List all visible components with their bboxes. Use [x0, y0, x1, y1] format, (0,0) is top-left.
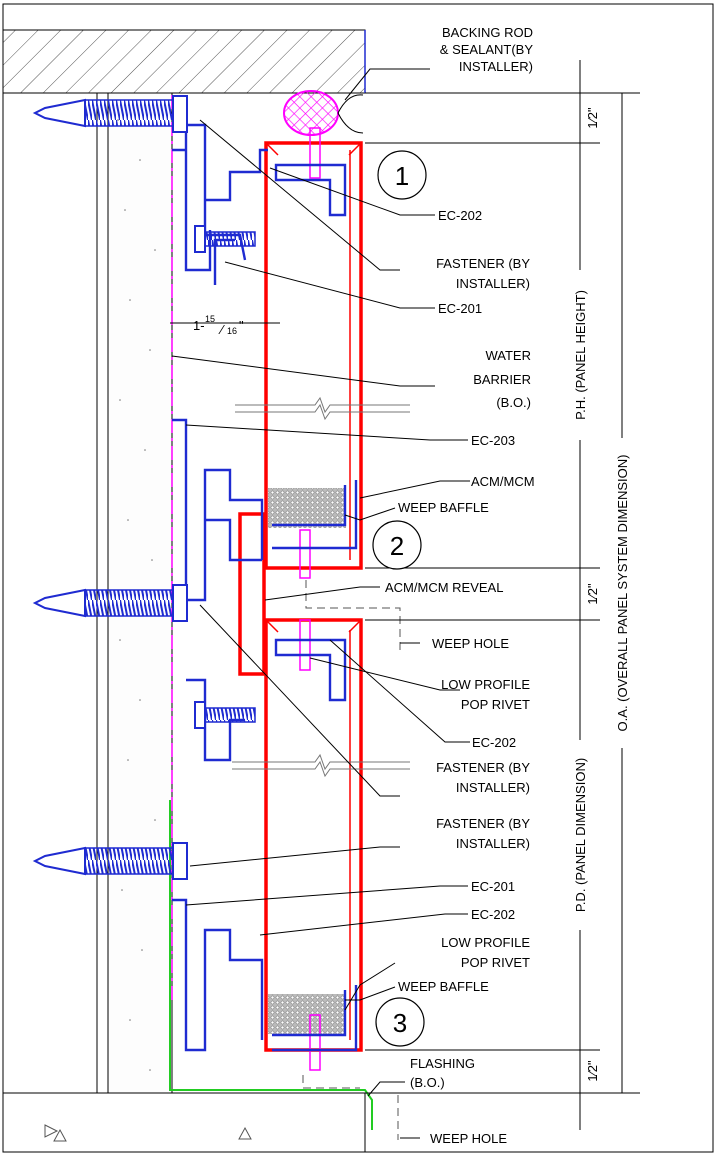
leader-lines: [171, 68, 470, 1139]
callout-3: 3: [375, 997, 425, 1047]
label-weep-hole-a: WEEP HOLE: [432, 636, 509, 651]
label-ec201-a: EC-201: [438, 301, 482, 316]
label-fastener-c-2: INSTALLER): [456, 836, 530, 851]
label-acm-mcm-reveal: ACM/MCM REVEAL: [385, 580, 503, 595]
svg-text:15: 15: [205, 314, 215, 324]
label-fastener-c-1: FASTENER (BY: [436, 816, 530, 831]
label-ec203: EC-203: [471, 433, 515, 448]
label-pop-rivet-a-1: LOW PROFILE: [441, 677, 530, 692]
label-ec202-c: EC-202: [471, 907, 515, 922]
svg-text:⁄: ⁄: [218, 322, 225, 337]
label-pop-rivet-b-1: LOW PROFILE: [441, 935, 530, 950]
label-acm-mcm: ACM/MCM: [471, 474, 535, 489]
backing-rod: [283, 90, 364, 136]
anchor-screws: [32, 95, 256, 880]
label-water-barrier-1: WATER: [486, 348, 532, 363]
label-ec202-a: EC-202: [438, 208, 482, 223]
label-pop-rivet-a-2: POP RIVET: [461, 697, 530, 712]
label-overall-dimension: O.A. (OVERALL PANEL SYSTEM DIMENSION): [615, 455, 630, 732]
svg-text:1⁄2": 1⁄2": [585, 583, 600, 605]
label-fastener-b-2: INSTALLER): [456, 780, 530, 795]
label-fastener-a-2: INSTALLER): [456, 276, 530, 291]
label-weep-baffle-a: WEEP BAFFLE: [398, 500, 489, 515]
flashing-line: [169, 800, 373, 1130]
weep-baffle-top: [268, 488, 346, 528]
label-backing-rod-2: & SEALANT(BY: [440, 42, 534, 57]
label-ec202-b: EC-202: [472, 735, 516, 750]
panel-bottom: [264, 618, 363, 1052]
label-backing-rod-3: INSTALLER): [459, 59, 533, 74]
label-flashing-2: (B.O.): [410, 1075, 445, 1090]
label-panel-dimension: P.D. (PANEL DIMENSION): [573, 758, 588, 912]
label-weep-baffle-b: WEEP BAFFLE: [398, 979, 489, 994]
bottom-structure: [2, 1092, 366, 1153]
label-backing-rod-1: BACKING ROD: [442, 25, 533, 40]
label-pop-rivet-b-2: POP RIVET: [461, 955, 530, 970]
extrusion-clips: [172, 123, 358, 1052]
callout-1: 1: [377, 150, 427, 200]
label-water-barrier-3: (B.O.): [496, 395, 531, 410]
svg-text:1-: 1-: [193, 318, 205, 333]
label-panel-height: P.H. (PANEL HEIGHT): [573, 290, 588, 420]
label-fastener-b-1: FASTENER (BY: [436, 760, 530, 775]
weep-baffle-bottom: [268, 994, 346, 1034]
label-ec201-b: EC-201: [471, 879, 515, 894]
svg-text:2: 2: [390, 531, 404, 561]
top-structure-hatch: [2, 29, 366, 94]
label-flashing-1: FLASHING: [410, 1056, 475, 1071]
svg-text:": ": [239, 318, 244, 333]
reveal-panel: [238, 512, 266, 676]
callout-2: 2: [372, 520, 422, 570]
label-water-barrier-2: BARRIER: [473, 372, 531, 387]
svg-text:16: 16: [227, 326, 237, 336]
svg-text:1⁄2": 1⁄2": [585, 107, 600, 129]
gap-dimension: 1- 15 ⁄ 16 ": [193, 314, 244, 337]
break-lines: [232, 396, 410, 778]
label-weep-hole-b: WEEP HOLE: [430, 1131, 507, 1146]
svg-text:1⁄2": 1⁄2": [585, 1060, 600, 1082]
svg-text:1: 1: [395, 161, 409, 191]
panel-top: [264, 141, 363, 570]
label-fastener-a-1: FASTENER (BY: [436, 256, 530, 271]
dimension-labels: 1⁄2" 1⁄2" 1⁄2" P.H. (PANEL HEIGHT) P.D. …: [573, 107, 631, 1082]
svg-text:3: 3: [393, 1008, 407, 1038]
dimension-lines: [170, 60, 640, 1130]
labels: BACKING ROD & SEALANT(BY INSTALLER) EC-2…: [193, 25, 535, 1146]
